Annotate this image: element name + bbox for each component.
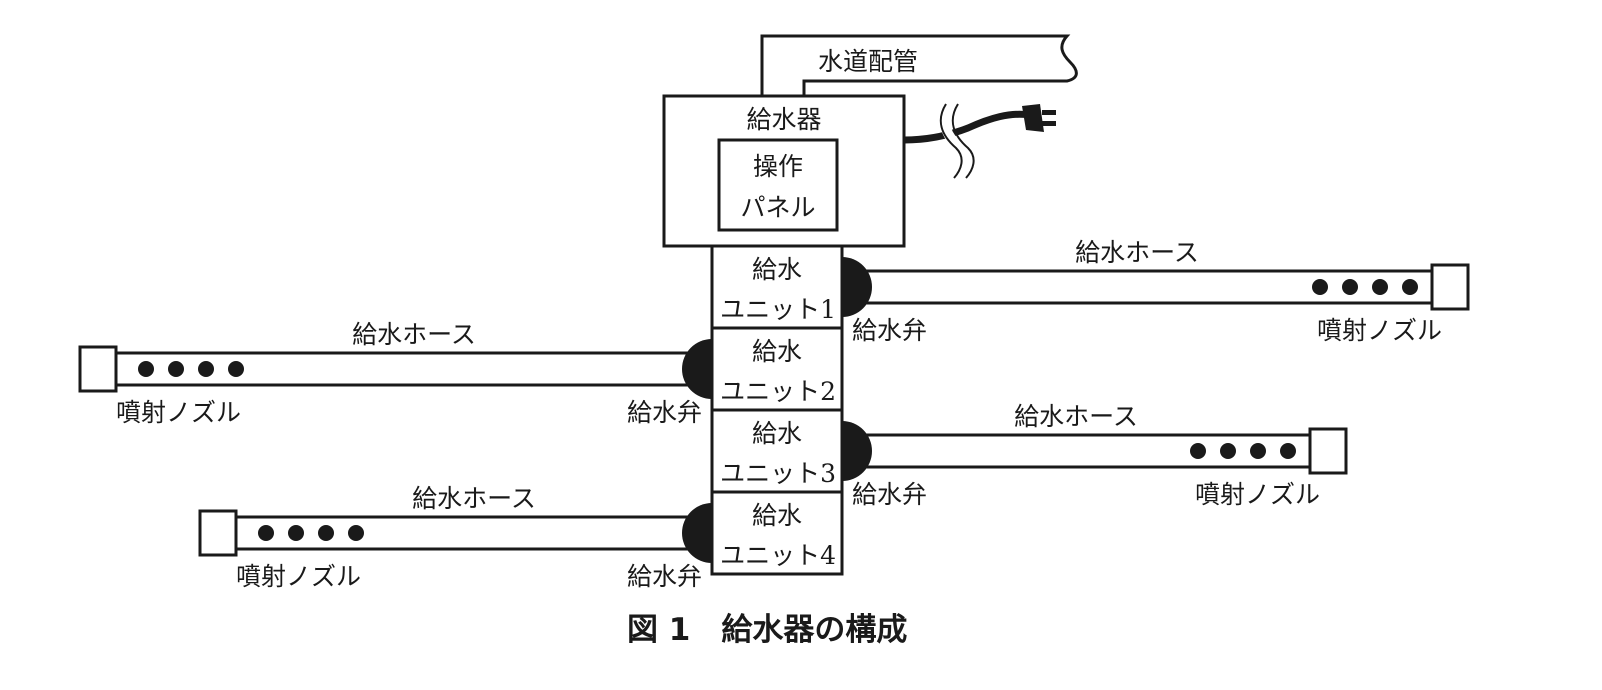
supplier-label: 給水器 [746,105,821,134]
water-pipe: 水道配管 [760,34,1078,96]
valve-label: 給水弁 [852,316,927,345]
unit-label-line1: 給水 [752,255,802,284]
valve-label: 給水弁 [627,562,702,591]
nozzle-label: 噴射ノズル [1195,480,1320,509]
unit-stack: 給水ユニット1給水ホース給水弁噴射ノズル給水ユニット2給水ホース給水弁噴射ノズル… [78,238,1470,591]
panel-label-line1: 操作 [753,152,803,181]
water-valve-icon[interactable] [682,503,712,563]
hose-label: 給水ホース [1075,238,1199,267]
nozzle-hole-icon [318,525,334,541]
nozzle-hole-icon [348,525,364,541]
nozzle-hole-icon [1190,443,1206,459]
operation-panel[interactable]: 操作 パネル [717,138,839,232]
valve-label: 給水弁 [852,480,927,509]
nozzle-label: 噴射ノズル [1317,316,1442,345]
nozzle-hole-icon [258,525,274,541]
hose-label: 給水ホース [412,484,536,513]
water-valve-icon[interactable] [682,339,712,399]
unit-box [710,490,844,576]
nozzle-end-cap [1308,427,1348,475]
unit-label-line2: ユニット1 [720,295,836,324]
hose-label: 給水ホース [1014,402,1138,431]
figure-caption: 図 1 給水器の構成 [627,612,907,648]
water-pipe-label: 水道配管 [818,47,918,76]
water-valve-icon[interactable] [842,421,872,481]
unit-label-line1: 給水 [752,419,802,448]
nozzle-end-cap [1430,263,1470,311]
nozzle-hole-icon [198,361,214,377]
nozzle-end-cap [78,345,118,393]
nozzle-hole-icon [138,361,154,377]
nozzle-hole-icon [1372,279,1388,295]
water-valve-icon[interactable] [842,257,872,317]
nozzle-hole-icon [288,525,304,541]
nozzle-end-cap [198,509,238,557]
unit-label-line2: ユニット2 [720,377,836,406]
nozzle-hole-icon [1220,443,1236,459]
nozzle-hole-icon [168,361,184,377]
hose-label: 給水ホース [352,320,476,349]
nozzle-hole-icon [1402,279,1418,295]
water-supplier: 給水器 操作 パネル [662,94,906,248]
unit-label-line1: 給水 [752,501,802,530]
unit-label-line1: 給水 [752,337,802,366]
nozzle-hole-icon [228,361,244,377]
valve-label: 給水弁 [627,398,702,427]
power-plug-icon [903,101,1056,182]
unit-label-line2: ユニット4 [720,541,836,570]
nozzle-label: 噴射ノズル [236,562,361,591]
unit-label-line2: ユニット3 [720,459,836,488]
nozzle-hole-icon [1250,443,1266,459]
panel-label-line2: パネル [740,193,815,222]
nozzle-hole-icon [1342,279,1358,295]
nozzle-label: 噴射ノズル [116,398,241,427]
nozzle-hole-icon [1312,279,1328,295]
nozzle-hole-icon [1280,443,1296,459]
